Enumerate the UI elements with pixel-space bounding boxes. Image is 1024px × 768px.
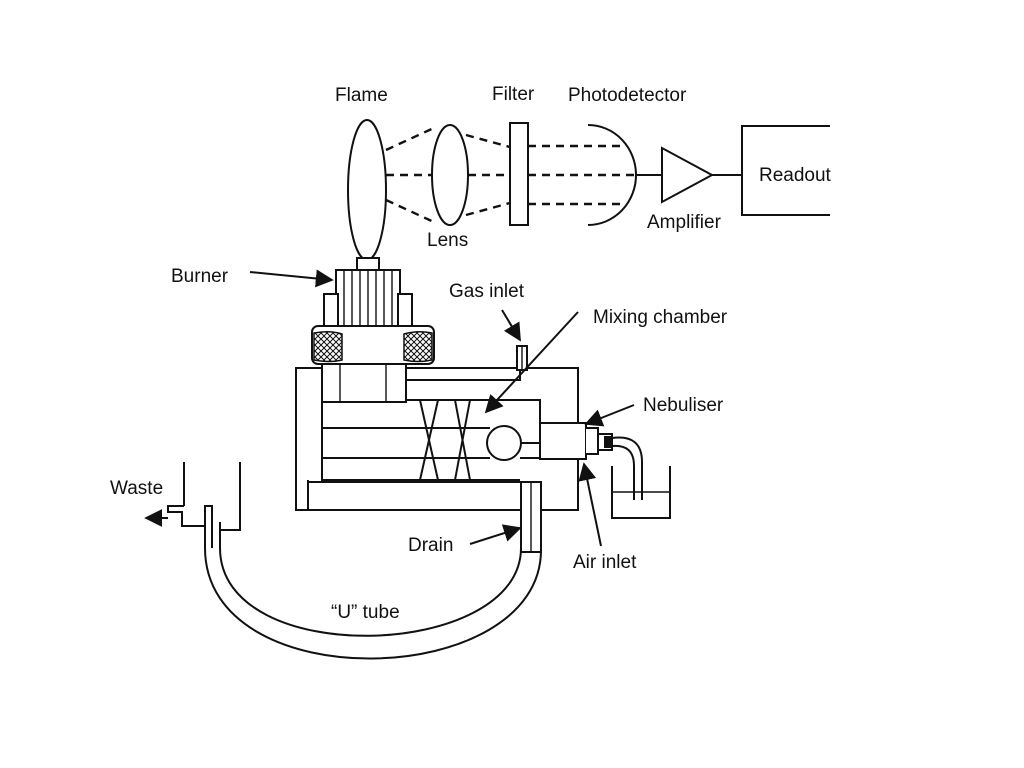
label-photodetector: Photodetector <box>568 85 687 106</box>
lens-shape <box>431 124 469 226</box>
label-mixing-chamber: Mixing chamber <box>593 307 728 328</box>
light-rays-filter-detector <box>528 144 636 206</box>
nebuliser-body <box>539 422 587 460</box>
label-readout: Readout <box>759 165 832 186</box>
labels: Flame Filter Photodetector Lens Amplifie… <box>110 84 832 623</box>
u-tube-shape <box>204 547 542 660</box>
label-drain: Drain <box>408 535 453 556</box>
label-flame: Flame <box>335 85 388 106</box>
label-burner: Burner <box>171 266 229 287</box>
filter-shape <box>509 122 529 226</box>
nebuliser-arrow <box>584 404 635 427</box>
impact-bead <box>486 425 522 461</box>
light-rays-flame-lens <box>385 125 437 225</box>
photodetector-shape <box>587 124 637 226</box>
drain-arrow <box>469 524 522 545</box>
air-inlet-arrow <box>578 462 602 547</box>
label-filter: Filter <box>492 84 535 105</box>
burner-assembly <box>311 257 435 403</box>
leader-arrows <box>249 269 635 547</box>
label-waste: Waste <box>110 478 163 499</box>
label-lens: Lens <box>427 230 468 251</box>
mixing-chamber-body <box>295 345 579 511</box>
readout-box <box>741 125 830 216</box>
baffle-left <box>419 399 439 481</box>
gas-inlet-arrow <box>501 309 521 342</box>
baffle-right <box>454 399 471 481</box>
optical-path <box>347 119 830 261</box>
label-nebuliser: Nebuliser <box>643 395 724 416</box>
amplifier-shape <box>661 146 715 204</box>
burner-arrow <box>249 269 334 288</box>
waste-vessel <box>183 462 241 531</box>
label-amplifier: Amplifier <box>647 212 722 233</box>
label-gas-inlet: Gas inlet <box>449 281 525 302</box>
flame-shape <box>347 119 387 261</box>
sample-capillary <box>611 436 643 500</box>
nebuliser-assembly <box>539 422 671 519</box>
light-rays-lens-filter <box>465 133 511 217</box>
label-u-tube: “U” tube <box>331 602 400 623</box>
drain-system <box>144 462 542 660</box>
label-air-inlet: Air inlet <box>573 552 637 573</box>
mixing-chamber-arrow <box>484 311 579 414</box>
